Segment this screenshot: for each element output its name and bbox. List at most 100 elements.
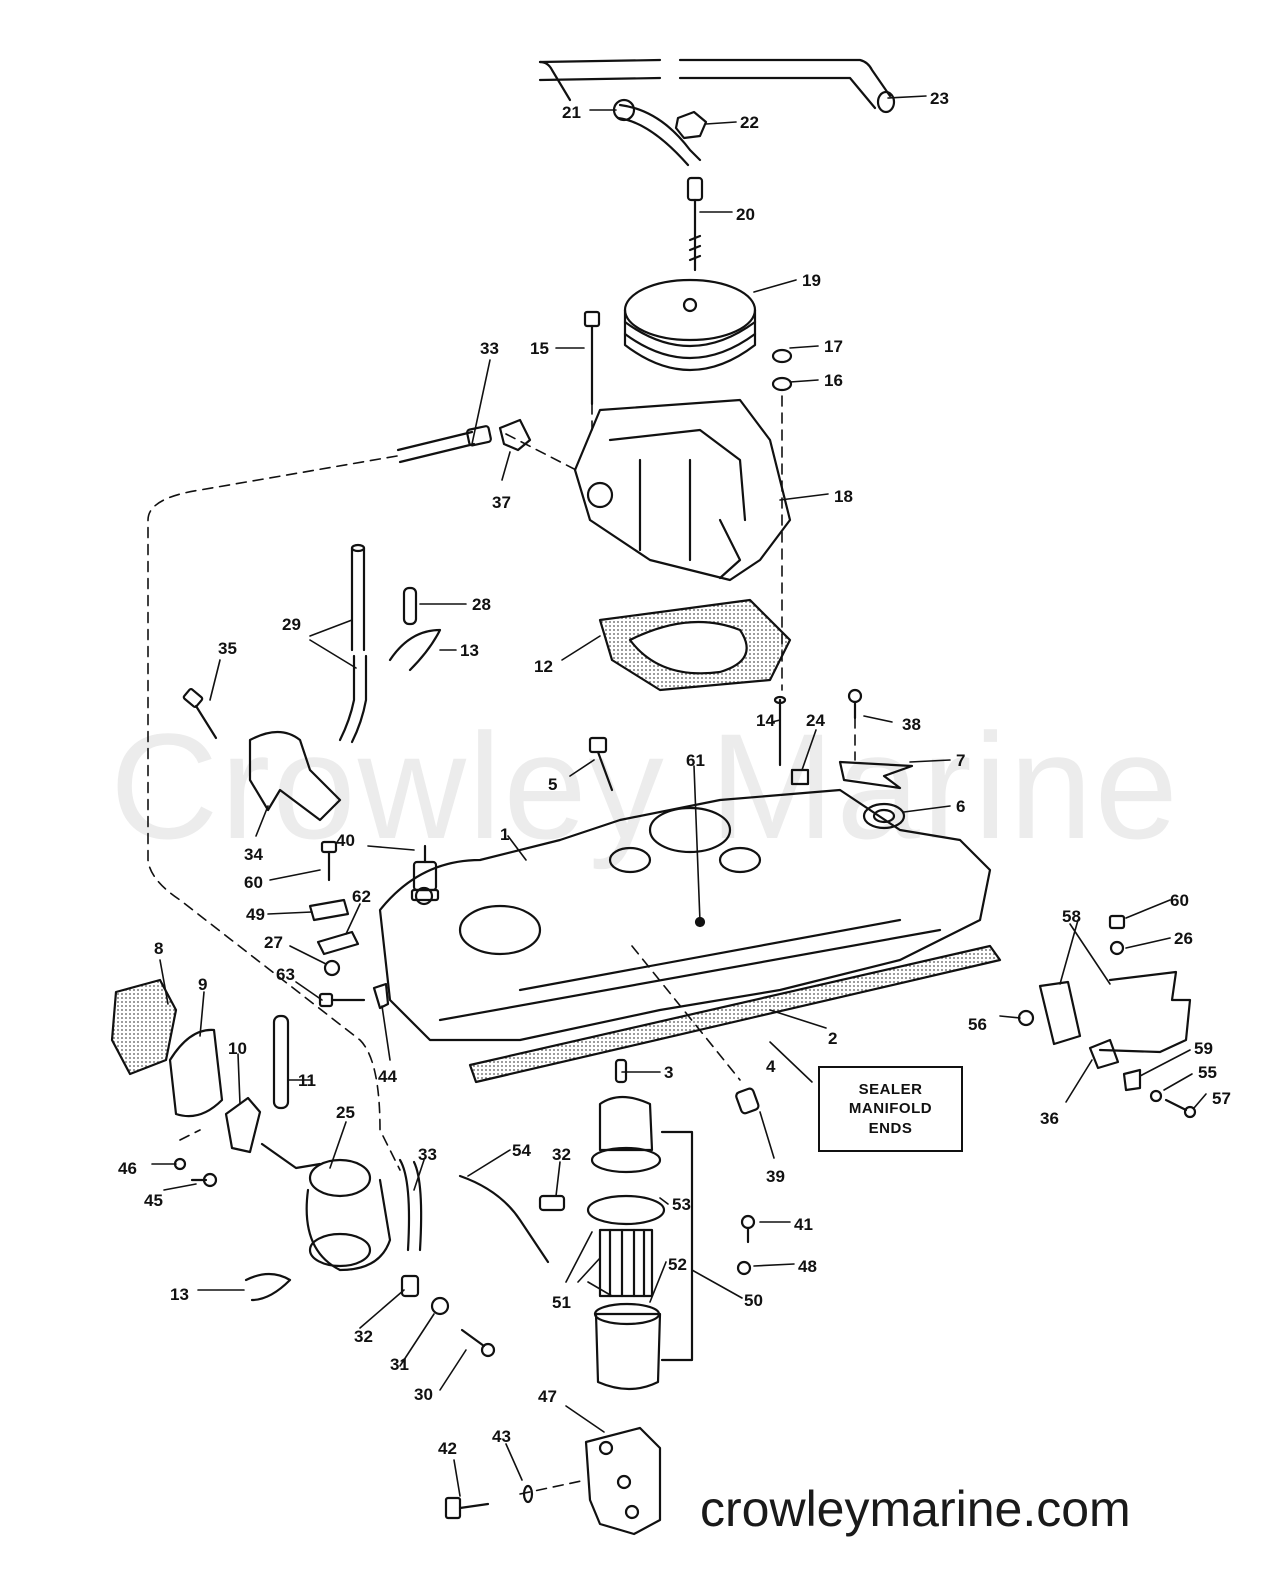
watermark-text: Crowley Marine (110, 702, 1180, 870)
bracket-59 (1122, 1068, 1142, 1092)
clip-13a (388, 628, 442, 672)
bolt-38 (847, 688, 863, 720)
part-label-55: 55 (1198, 1063, 1217, 1082)
part-label-28: 28 (472, 595, 491, 614)
part-label-44: 44 (378, 1067, 397, 1086)
washer-43 (522, 1484, 534, 1504)
part-label-2: 2 (828, 1029, 838, 1048)
canister (594, 1312, 662, 1391)
part-label-42: 42 (438, 1439, 457, 1458)
part-label-32a: 32 (354, 1327, 373, 1346)
part-label-62: 62 (352, 887, 371, 906)
part-label-54: 54 (512, 1141, 531, 1160)
screw-45 (190, 1172, 218, 1188)
part-label-21: 21 (562, 103, 581, 122)
washer-26 (1109, 940, 1125, 956)
part-label-8: 8 (154, 939, 164, 958)
washer-17 (771, 348, 793, 364)
part-label-36: 36 (1040, 1109, 1059, 1128)
screw-41 (740, 1214, 756, 1244)
elbow-37 (498, 418, 532, 452)
vent-hose-23 (538, 58, 896, 114)
part-label-49: 49 (246, 905, 265, 924)
intake-manifold-1 (378, 788, 992, 1042)
bracket-47 (584, 1426, 662, 1536)
part-label-50: 50 (744, 1291, 763, 1310)
gasket-2 (468, 944, 1002, 1084)
clip-13b (244, 1272, 292, 1302)
part-label-31: 31 (390, 1355, 409, 1374)
part-label-58: 58 (1062, 907, 1081, 926)
part-label-24: 24 (806, 711, 825, 730)
part-label-46: 46 (118, 1159, 137, 1178)
part-label-57: 57 (1212, 1089, 1231, 1108)
part-label-39: 39 (766, 1167, 785, 1186)
fitting-32a (400, 1274, 420, 1298)
part-label-11: 11 (298, 1071, 316, 1090)
gasket-10 (224, 1096, 262, 1154)
part-label-17: 17 (824, 337, 843, 356)
part-label-34: 34 (244, 845, 263, 864)
carburetor-18 (573, 398, 792, 582)
part-label-52: 52 (668, 1255, 687, 1274)
part-label-14: 14 (756, 711, 775, 730)
part-label-29: 29 (282, 615, 301, 634)
part-label-12: 12 (534, 657, 553, 676)
sealer-note-text: SEALER MANIFOLD ENDS (848, 1080, 933, 1137)
part-label-53: 53 (672, 1195, 691, 1214)
nut-22 (674, 110, 708, 140)
hose-29b (338, 654, 368, 744)
bolt-15 (583, 310, 601, 406)
bolt-30 (460, 1328, 496, 1358)
bracket-34 (248, 730, 342, 822)
part-label-13a: 13 (460, 641, 479, 660)
seal-53 (586, 1194, 666, 1226)
gasket-12 (598, 598, 792, 692)
part-label-47: 47 (538, 1387, 557, 1406)
bracket-49 (308, 898, 350, 922)
part-label-1: 1 (500, 825, 510, 844)
bolt-60b (1108, 914, 1126, 930)
bolt-5 (588, 736, 614, 792)
site-url: crowleymarine.com (700, 1481, 1131, 1537)
switch-40 (410, 844, 440, 902)
part-label-35: 35 (218, 639, 237, 658)
air-cleaner-19 (623, 278, 757, 371)
washer-31 (430, 1296, 450, 1316)
hose-29a (350, 546, 366, 652)
bolt-42 (444, 1496, 490, 1520)
part-label-63: 63 (276, 965, 295, 984)
sealer-note-box: SEALER MANIFOLD ENDS (818, 1066, 963, 1152)
bolt-35 (182, 687, 218, 740)
part-label-48: 48 (798, 1257, 817, 1276)
stud-20 (686, 176, 704, 272)
fuel-filter-50 (586, 1095, 694, 1391)
part-label-16: 16 (824, 371, 843, 390)
part-label-60a: 60 (1170, 891, 1189, 910)
rod-11 (272, 1014, 290, 1110)
tube-54 (458, 1174, 550, 1264)
fitting-39 (735, 1087, 760, 1115)
washer-55 (1149, 1089, 1163, 1103)
leader-lines (151, 95, 1207, 1497)
bracket-36 (1088, 1038, 1120, 1070)
part-label-18: 18 (834, 487, 853, 506)
clip-44 (372, 982, 390, 1010)
part-label-40: 40 (336, 831, 355, 850)
part-label-27: 27 (264, 933, 283, 952)
part-label-10: 10 (228, 1039, 247, 1058)
nut-48 (736, 1260, 752, 1276)
part-label-30: 30 (414, 1385, 433, 1404)
part-label-61: 61 (686, 751, 705, 770)
part-label-23: 23 (930, 89, 949, 108)
part-label-38: 38 (902, 715, 921, 734)
dashed-lines (147, 395, 856, 1495)
fitting-32b (538, 1194, 566, 1212)
gasket-8 (110, 978, 178, 1076)
bracket-7 (838, 760, 914, 790)
part-label-6: 6 (956, 797, 966, 816)
fuel-hose-33b (398, 1158, 423, 1252)
